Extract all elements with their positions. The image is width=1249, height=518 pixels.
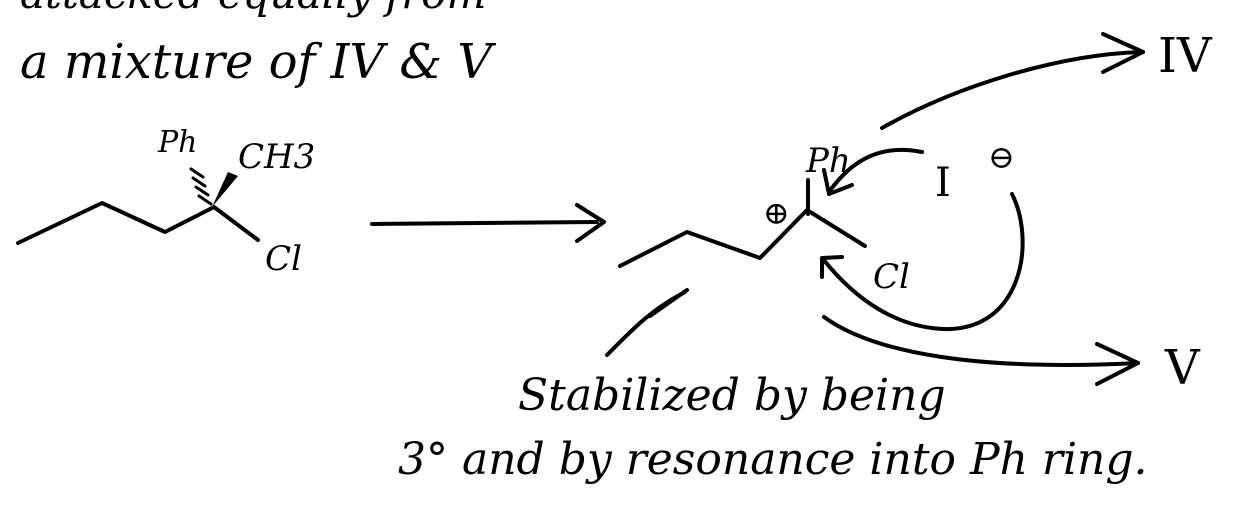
intermediate-skeleton [618,208,867,268]
stability-line-1: Stabilized by being [518,370,946,421]
nucleophile-label: I [935,160,951,206]
bottom-product-label: V [1164,340,1201,396]
upper-curved-arrow-head [822,168,854,196]
nucleophile-charge: ⊖ [988,138,1015,176]
lower-curved-arrow-head [820,255,844,279]
hash-bond-4 [197,194,213,206]
wedge-bond [212,172,238,207]
top-product-label: IV [1158,28,1213,84]
upper-curved-arrow [827,147,924,194]
reaction-arrow-head [575,203,606,243]
mixture-text: a mixture of IV & V [20,34,496,90]
bottom-product-arrow-line [822,315,1140,367]
top-product-arrow-line [880,50,1145,130]
reactant-skeleton [16,201,260,245]
hash-bond-3 [194,185,210,197]
top-product-arrow-head [1101,32,1145,74]
carbocation-charge: ⊕ [763,194,790,232]
reactant-ch3-label: CH3 [238,137,315,177]
stability-line-2: 3° and by resonance into Ph ring. [398,434,1148,485]
top-partial-text: attacked equally from [20,0,486,18]
hash-bond-2 [191,176,207,188]
reactant-ph-label: Ph [157,125,198,160]
bottom-product-arrow-head [1095,342,1140,386]
reactant-stereo-bonds [189,167,238,207]
lower-curved-arrow [821,192,1025,332]
hash-bond-1 [189,167,205,179]
reaction-arrow-line [370,220,599,226]
intermediate-cl-label: Cl [873,257,910,297]
stabilization-pointer-head [648,288,689,318]
reactant-cl-label: Cl [265,239,302,279]
